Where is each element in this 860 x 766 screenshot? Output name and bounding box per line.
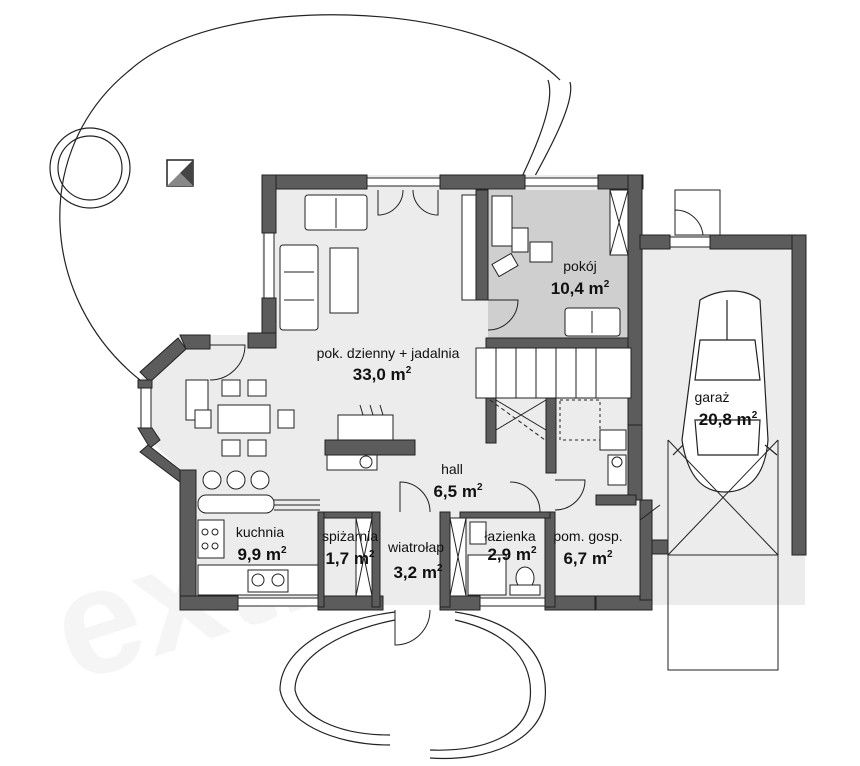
room-name-garaz: garaż	[694, 389, 729, 405]
room-name-spizarnia: spiżarnia	[322, 528, 378, 544]
room-name-lazienka: łazienka	[484, 528, 536, 544]
room-labels: pok. dzienny + jadalnia 33,0 m2 pokój 10…	[236, 258, 758, 582]
room-area-pom-gosp: 6,7 m2	[563, 549, 612, 568]
furniture-pokoj	[491, 195, 621, 337]
windows	[140, 177, 711, 607]
room-area-spizarnia: 1,7 m2	[325, 549, 374, 568]
fireplace	[324, 404, 416, 471]
garden-pillar	[166, 159, 194, 187]
room-area-kuchnia: 9,9 m2	[237, 545, 286, 564]
fixtures-utility	[599, 429, 627, 486]
room-area-living: 33,0 m2	[353, 365, 412, 384]
room-name-living: pok. dzienny + jadalnia	[317, 345, 460, 361]
doors	[209, 189, 721, 646]
room-name-hall: hall	[441, 461, 463, 477]
car	[672, 290, 778, 493]
walls	[137, 174, 807, 611]
room-name-kuchnia: kuchnia	[236, 524, 284, 540]
room-area-wiatrolap: 3,2 m2	[393, 563, 442, 582]
garden-outline	[49, 14, 572, 760]
room-area-pokoj: 10,4 m2	[551, 279, 610, 298]
room-area-lazienka: 2,9 m2	[487, 545, 536, 564]
room-area-hall: 6,5 m2	[433, 482, 482, 501]
room-name-pom-gosp: pom. gosp.	[553, 528, 622, 544]
dining-set	[194, 379, 295, 457]
driveway	[667, 439, 779, 671]
furniture-kitchen	[197, 470, 320, 596]
room-name-pokoj: pokój	[563, 258, 596, 274]
room-name-wiatrolap: wiatrołap	[387, 539, 444, 555]
staircase	[475, 347, 632, 441]
room-area-garaz: 20,8 m2	[699, 410, 758, 429]
furniture-living	[185, 194, 477, 421]
fixtures-bathroom	[467, 521, 541, 596]
storage-units	[355, 189, 629, 597]
